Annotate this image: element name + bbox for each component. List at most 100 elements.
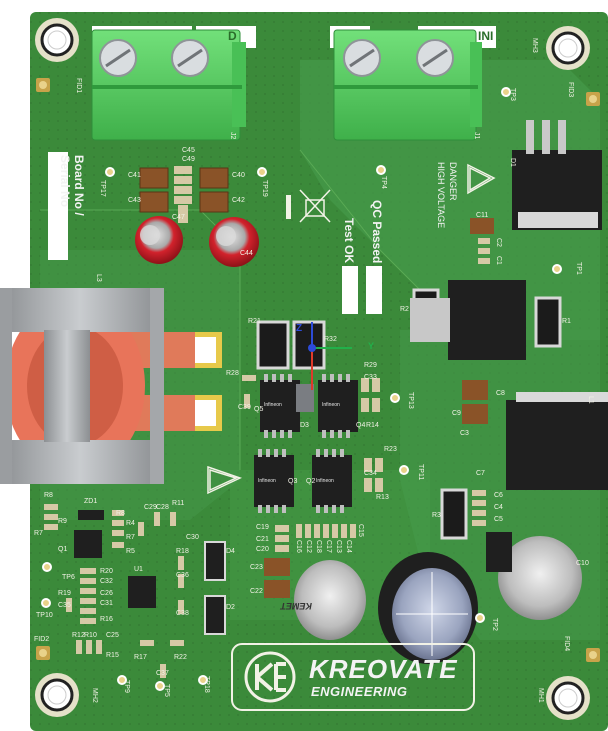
ref-c7: C7 bbox=[476, 470, 485, 477]
ref-mh3: MH3 bbox=[531, 38, 538, 53]
ref-r15: R15 bbox=[106, 652, 119, 659]
ref-l1: L1 bbox=[587, 396, 594, 404]
ref-d2: D2 bbox=[226, 604, 235, 611]
ref-c6: C6 bbox=[494, 492, 503, 499]
mosfet-group bbox=[254, 374, 358, 513]
ref-c39: C39 bbox=[238, 404, 251, 411]
ref-q5: Q5 bbox=[254, 406, 264, 413]
brand-logo bbox=[231, 643, 475, 711]
ref-c29: C29 bbox=[144, 504, 157, 511]
mounting-hole-mh2 bbox=[35, 673, 79, 717]
ref-r20: R20 bbox=[100, 568, 113, 575]
axis-y-label: Y bbox=[368, 341, 375, 351]
danger-label: DANGER bbox=[448, 162, 458, 201]
ref-r23: R23 bbox=[384, 446, 397, 453]
chip-mark-q2: Infineon bbox=[316, 478, 334, 484]
ref-c40: C40 bbox=[232, 172, 245, 179]
ref-c32: C32 bbox=[100, 578, 113, 585]
ref-fid3: FID3 bbox=[567, 82, 574, 98]
terminal-block-j2 bbox=[91, 29, 246, 141]
ref-tp11: TP11 bbox=[417, 464, 424, 481]
ref-r12: R12 bbox=[72, 632, 85, 639]
ref-tp10: TP10 bbox=[36, 612, 53, 619]
ref-tp5: TP5 bbox=[163, 684, 170, 697]
serial-number-box bbox=[48, 152, 68, 260]
ref-tp3: TP3 bbox=[509, 88, 516, 101]
ref-r7: R7 bbox=[34, 530, 43, 537]
ref-c25: C25 bbox=[106, 632, 119, 639]
ref-c37: C37 bbox=[156, 670, 169, 677]
ref-r22: R22 bbox=[174, 654, 187, 661]
ref-tp13: TP13 bbox=[407, 392, 414, 409]
ref-tp2: TP2 bbox=[491, 618, 498, 631]
serial-label-line1: Board No / bbox=[72, 155, 86, 216]
chip-mark-q5: Infineon bbox=[264, 402, 282, 408]
ref-c10: C10 bbox=[576, 560, 589, 567]
test-ok-label: Test OK bbox=[342, 218, 356, 264]
ref-j1: J1 bbox=[473, 132, 480, 140]
ref-tp6: TP6 bbox=[62, 574, 75, 581]
ref-fid1: FID1 bbox=[75, 78, 82, 94]
capacitor-c10 bbox=[498, 536, 582, 620]
ref-q4: Q4 bbox=[356, 422, 366, 429]
ref-r8b: R8 bbox=[116, 510, 125, 517]
ref-c1: C1 bbox=[495, 256, 502, 265]
diode-d1 bbox=[512, 120, 602, 230]
ref-c13: C13 bbox=[335, 540, 342, 553]
ref-c33: C33 bbox=[364, 374, 377, 381]
ref-r19: R19 bbox=[58, 590, 71, 597]
ref-c34: C34 bbox=[364, 470, 377, 477]
ref-c22: C22 bbox=[250, 588, 263, 595]
ref-q3: Q3 bbox=[288, 478, 298, 485]
terminal-block-j1 bbox=[333, 29, 482, 141]
ref-c15: C15 bbox=[357, 524, 364, 537]
ref-c41: C41 bbox=[128, 172, 141, 179]
ref-r7b: R7 bbox=[126, 534, 135, 541]
ref-r32: R32 bbox=[324, 336, 337, 343]
ref-c23: C23 bbox=[250, 564, 263, 571]
ref-c5: C5 bbox=[494, 516, 503, 523]
ref-c2: C2 bbox=[495, 238, 502, 247]
ref-r14: R14 bbox=[366, 422, 379, 429]
ref-c3: C3 bbox=[460, 430, 469, 437]
ref-fid2: FID2 bbox=[34, 636, 50, 643]
ref-c49: C49 bbox=[182, 156, 195, 163]
ref-c21: C21 bbox=[256, 536, 269, 543]
brand-name: KREOVATE bbox=[309, 654, 458, 684]
mounting-hole-mh1 bbox=[546, 676, 590, 720]
ref-c8: C8 bbox=[496, 390, 505, 397]
ref-r29: R29 bbox=[364, 362, 377, 369]
chip-mark-q3: Infineon bbox=[258, 478, 276, 484]
ref-d4: D4 bbox=[226, 548, 235, 555]
ref-c45: C45 bbox=[182, 147, 195, 154]
ref-r8: R8 bbox=[44, 492, 53, 499]
ref-r16: R16 bbox=[100, 616, 113, 623]
ref-r9: R9 bbox=[58, 518, 67, 525]
capacitor-kemet bbox=[294, 552, 478, 664]
ref-r1: R1 bbox=[562, 318, 571, 325]
ref-c43: C43 bbox=[128, 197, 141, 204]
ref-c47: C47 bbox=[172, 214, 185, 221]
inductor-l1 bbox=[506, 392, 608, 490]
capacitor-cluster-top bbox=[139, 166, 229, 223]
ref-r10: R10 bbox=[84, 632, 97, 639]
ref-c20: C20 bbox=[256, 546, 269, 553]
ref-d1: D1 bbox=[509, 158, 516, 167]
ref-c16: C16 bbox=[295, 540, 302, 553]
ref-q1: Q1 bbox=[58, 546, 68, 553]
ref-tp17: TP17 bbox=[99, 180, 106, 197]
ref-c44: C44 bbox=[240, 250, 253, 257]
ref-fid4: FID4 bbox=[563, 636, 570, 652]
ref-tp1: TP1 bbox=[575, 262, 582, 275]
ref-r3: R3 bbox=[432, 512, 441, 519]
ref-tp9: TP9 bbox=[123, 680, 130, 693]
ref-c14: C14 bbox=[345, 540, 352, 553]
ref-mh2: MH2 bbox=[91, 688, 98, 703]
ref-c30: C30 bbox=[186, 534, 199, 541]
serial-label-line2: Serial No bbox=[58, 155, 72, 208]
ref-tp18: TP18 bbox=[203, 676, 210, 693]
qc-passed-label: QC Passed bbox=[370, 200, 384, 264]
ref-c17: C17 bbox=[325, 540, 332, 553]
ref-c18: C18 bbox=[315, 540, 322, 553]
